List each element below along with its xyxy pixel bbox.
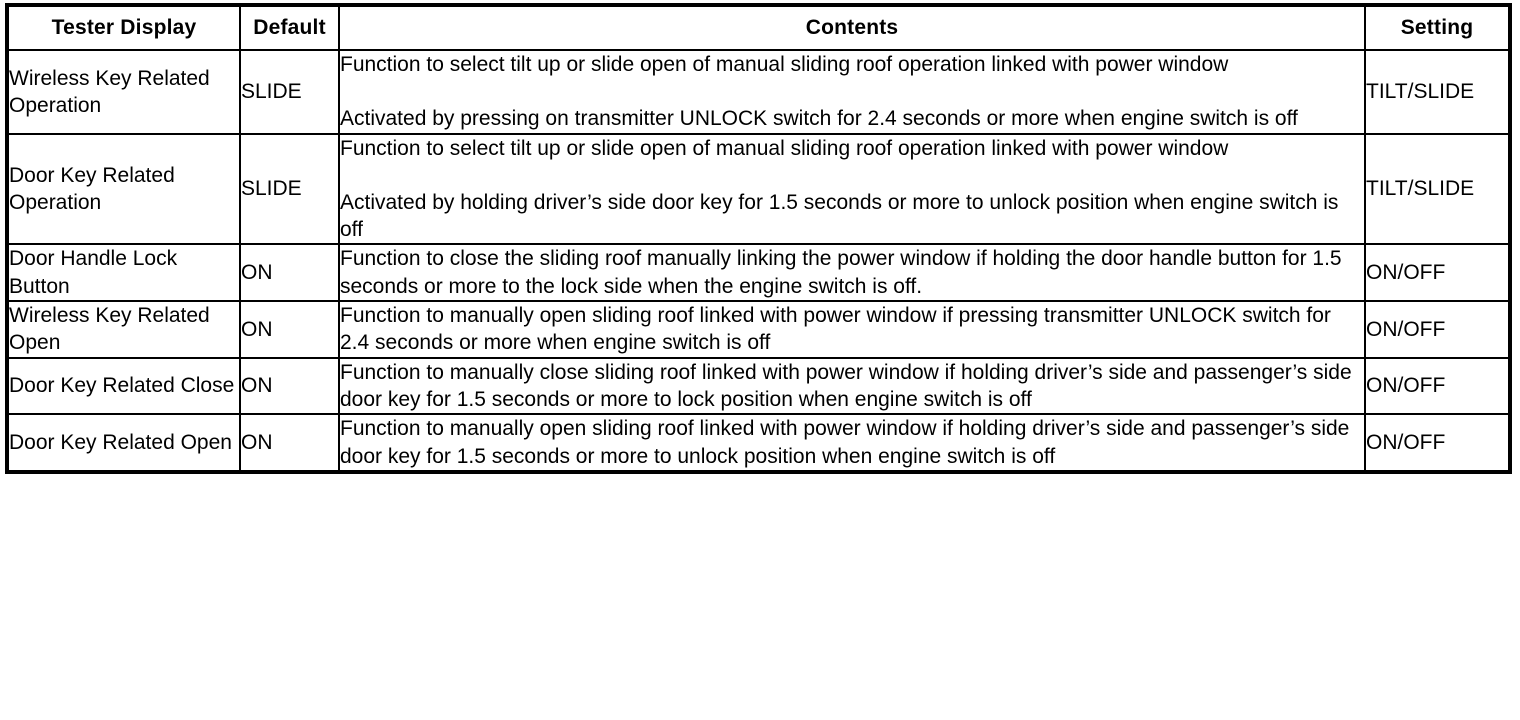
cell-tester-display: Door Key Related Open [6, 413, 241, 473]
cell-default: ON [239, 300, 340, 359]
column-header-contents: Contents [338, 4, 1366, 51]
contents-paragraph: Function to select tilt up or slide open… [340, 136, 1229, 160]
column-header-default: Default [239, 4, 340, 51]
cell-tester-display: Door Key Related Close [6, 356, 241, 416]
table-body: Wireless Key Related Operation SLIDE Fun… [6, 49, 1511, 473]
cell-default: ON [239, 243, 340, 303]
cell-tester-display: Wireless Key Related Open [6, 300, 241, 359]
contents-paragraph: Function to manually open sliding roof l… [340, 304, 1331, 355]
table-header: Tester Display Default Contents Setting [6, 4, 1511, 51]
contents-paragraph: Function to select tilt up or slide open… [340, 53, 1229, 76]
contents-paragraph: Function to manually open sliding roof l… [340, 417, 1350, 468]
cell-contents: Function to close the sliding roof manua… [338, 243, 1366, 303]
contents-paragraph: Activated by holding driver’s side door … [340, 190, 1339, 242]
table-row: Door Key Related Operation SLIDE Functio… [6, 132, 1511, 246]
cell-contents: Function to select tilt up or slide open… [338, 49, 1366, 135]
contents-paragraph: Function to manually close sliding roof … [340, 360, 1352, 411]
table-row: Door Key Related Close ON Function to ma… [6, 356, 1511, 416]
cell-tester-display: Door Handle Lock Button [6, 243, 241, 303]
cell-contents: Function to manually close sliding roof … [338, 356, 1366, 416]
table-row: Door Handle Lock Button ON Function to c… [6, 243, 1511, 303]
contents-paragraph: Function to close the sliding roof manua… [340, 247, 1342, 298]
table-row: Door Key Related Open ON Function to man… [6, 413, 1511, 473]
cell-contents: Function to manually open sliding roof l… [338, 413, 1366, 473]
table-row: Wireless Key Related Open ON Function to… [6, 300, 1511, 359]
cell-setting: TILT/SLIDE [1364, 49, 1511, 135]
cell-contents: Function to manually open sliding roof l… [338, 300, 1366, 359]
cell-default: SLIDE [239, 49, 340, 135]
cell-setting: ON/OFF [1364, 356, 1511, 416]
header-row: Tester Display Default Contents Setting [6, 4, 1511, 51]
cell-setting: TILT/SLIDE [1364, 132, 1511, 246]
cell-setting: ON/OFF [1364, 300, 1511, 359]
cell-default: SLIDE [239, 132, 340, 246]
cell-setting: ON/OFF [1364, 413, 1511, 473]
contents-paragraph: Activated by pressing on transmitter UNL… [340, 107, 1298, 131]
cell-tester-display: Door Key Related Operation [6, 132, 241, 246]
table-row: Wireless Key Related Operation SLIDE Fun… [6, 49, 1511, 135]
cell-default: ON [239, 413, 340, 473]
column-header-setting: Setting [1364, 4, 1511, 51]
tester-display-settings-table: Tester Display Default Contents Setting … [5, 3, 1512, 474]
column-header-tester-display: Tester Display [6, 4, 241, 51]
cell-setting: ON/OFF [1364, 243, 1511, 303]
cell-default: ON [239, 356, 340, 416]
cell-tester-display: Wireless Key Related Operation [6, 49, 241, 135]
cell-contents: Function to select tilt up or slide open… [338, 132, 1366, 246]
